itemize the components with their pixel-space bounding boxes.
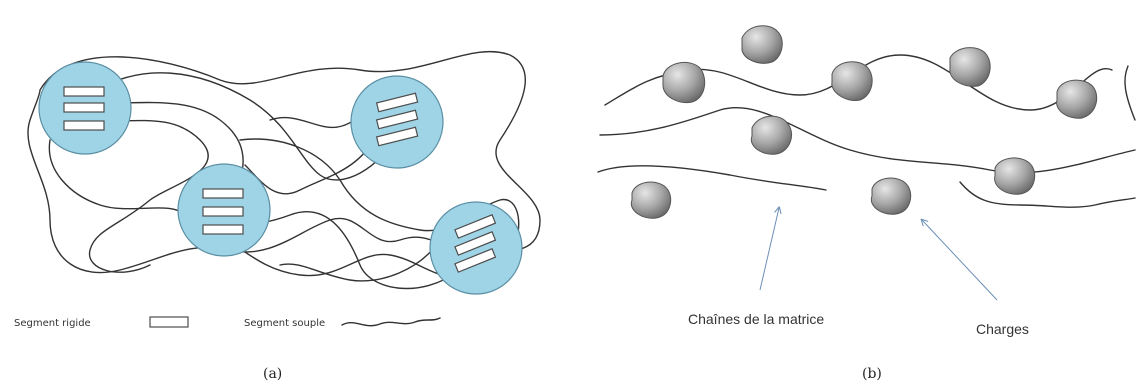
legend-flexible-swatch <box>342 318 440 326</box>
fillers-label: Charges <box>976 321 1029 337</box>
filler-particle <box>1057 80 1097 118</box>
rigid-segment <box>203 189 243 198</box>
filler-particle <box>950 48 990 87</box>
panel-a-diagram: Segment rigide Segment souple (a) <box>14 52 540 382</box>
panel-b-diagram: Chaînes de la matrice Charges (b) <box>598 26 1135 382</box>
caption-b: (b) <box>862 366 882 382</box>
rigid-domain-1 <box>39 62 131 154</box>
filler-particle <box>631 182 670 218</box>
rigid-segment <box>64 121 104 130</box>
rigid-segment <box>64 87 104 96</box>
caption-a: (a) <box>263 366 282 382</box>
rigid-domain-2 <box>351 76 443 168</box>
filler-particle <box>871 178 910 214</box>
filler-particle <box>995 158 1035 194</box>
rigid-domain-3 <box>178 164 270 256</box>
arrow-to-chain <box>760 208 779 290</box>
legend-a: Segment rigide Segment souple <box>14 317 440 329</box>
filler-particle <box>663 62 705 102</box>
rigid-segment <box>203 207 243 216</box>
filler-particle <box>832 62 872 101</box>
arrow-to-filler <box>922 220 997 300</box>
rigid-segment <box>64 103 104 112</box>
legend-flexible-label: Segment souple <box>244 318 325 329</box>
legend-rigid-label: Segment rigide <box>14 318 91 329</box>
rigid-domain-4 <box>430 202 522 294</box>
filler-particle <box>742 26 782 64</box>
filler-particles <box>631 26 1096 219</box>
legend-rigid-swatch <box>150 317 188 327</box>
chains-label: Chaînes de la matrice <box>688 311 824 327</box>
rigid-segment <box>203 225 243 234</box>
filler-particle <box>751 116 791 154</box>
